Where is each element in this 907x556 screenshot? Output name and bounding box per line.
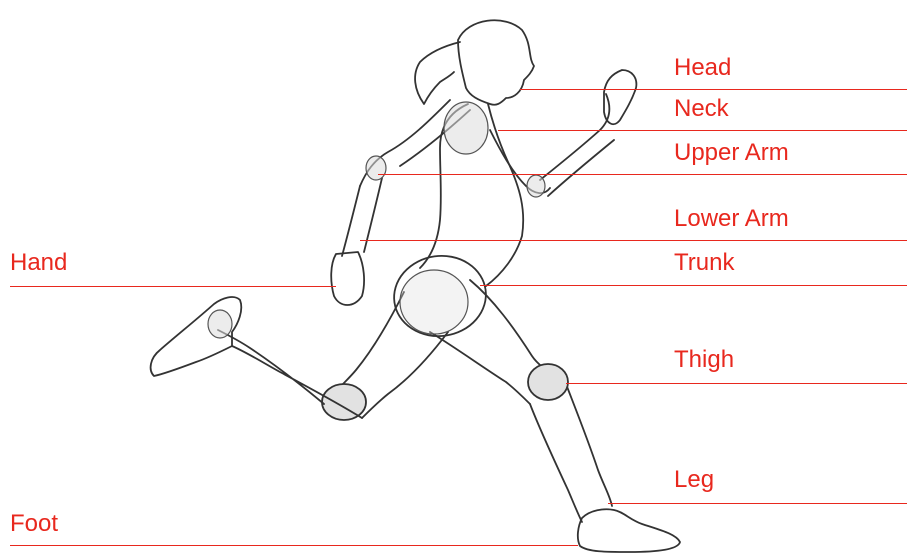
label-foot: Foot: [10, 511, 58, 537]
back-hand-outline: [331, 252, 364, 305]
hand-leader-line: [10, 286, 336, 287]
label-neck: Neck: [674, 96, 729, 122]
label-upper-arm: Upper Arm: [674, 140, 789, 166]
label-thigh: Thigh: [674, 347, 734, 373]
back-knee: [322, 384, 366, 420]
head-leader-line: [520, 89, 907, 90]
ponytail-outline: [415, 42, 460, 104]
trunk-leader-line: [480, 285, 907, 286]
upper-arm-leader-line: [378, 174, 907, 175]
label-trunk: Trunk: [674, 250, 734, 276]
ankle-joint: [208, 310, 232, 338]
elbow-joint: [366, 156, 386, 180]
label-hand: Hand: [10, 250, 67, 276]
front-leg-outline: [530, 384, 612, 522]
thigh-leader-line: [566, 383, 907, 384]
neck-leader-line: [498, 130, 907, 131]
back-lower-arm-outline: [342, 178, 382, 256]
front-foot-outline: [578, 509, 680, 552]
front-lower-arm-outline: [540, 94, 614, 196]
back-foot-outline: [151, 297, 242, 376]
wrist-joint: [527, 175, 545, 197]
shoulder-joint: [444, 102, 488, 154]
head-outline: [458, 20, 534, 104]
front-knee: [528, 364, 568, 400]
hip-joint: [400, 270, 468, 334]
lower-arm-leader-line: [360, 240, 907, 241]
foot-leader-line: [10, 545, 578, 546]
label-head: Head: [674, 55, 731, 81]
label-lower-arm: Lower Arm: [674, 206, 789, 232]
label-leg: Leg: [674, 467, 714, 493]
back-leg-outline: [218, 330, 362, 418]
leg-leader-line: [608, 503, 907, 504]
